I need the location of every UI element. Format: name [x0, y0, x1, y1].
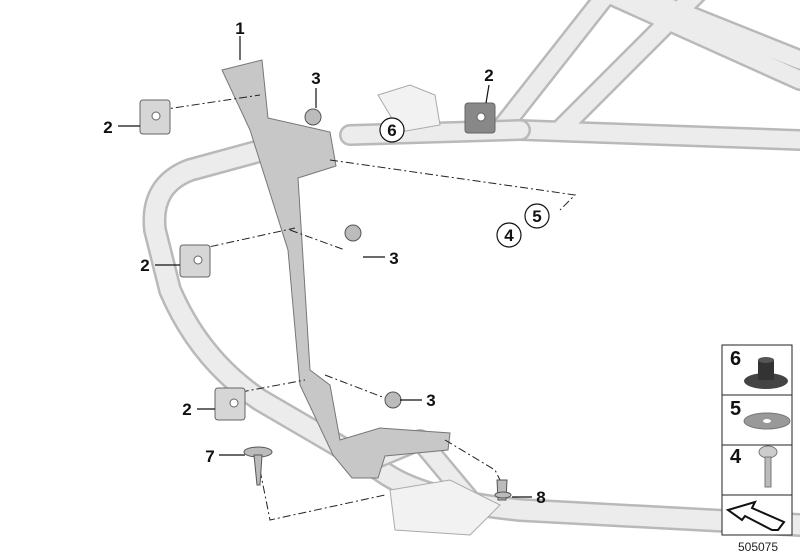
- callout-7: 7: [205, 447, 214, 466]
- leader-lines: [118, 36, 550, 498]
- arrow-icon: [725, 500, 786, 531]
- callout-2: 2: [182, 400, 191, 419]
- callout-2: 2: [140, 256, 149, 275]
- legend-label-4: 4: [730, 446, 742, 468]
- callout-3: 3: [389, 249, 398, 268]
- washer-icon: [743, 412, 791, 430]
- bracket: [221, 59, 451, 479]
- callout-1: 1: [235, 19, 244, 38]
- legend-label-6: 6: [730, 348, 741, 370]
- callout-labels: 1 3 2 2 6 4 5 2 3 2 3 7 8: [103, 19, 545, 507]
- screw-icon: [758, 445, 778, 488]
- clips: [139, 99, 496, 421]
- callout-3: 3: [311, 69, 320, 88]
- legend: 6 5 4: [721, 344, 793, 536]
- frame-tubes: [142, 0, 800, 537]
- legend-label-5: 5: [730, 398, 741, 420]
- callout-2: 2: [103, 118, 112, 137]
- callout-2: 2: [484, 66, 493, 85]
- callout-3: 3: [426, 391, 435, 410]
- dash-lines: [159, 94, 577, 521]
- diagram-id: 505075: [737, 540, 779, 554]
- callout-5: 5: [532, 207, 541, 226]
- screws: [243, 108, 512, 501]
- callout-8: 8: [536, 488, 545, 507]
- callout-6: 6: [387, 121, 396, 140]
- callout-4: 4: [504, 226, 514, 245]
- grommet-icon: [744, 357, 788, 389]
